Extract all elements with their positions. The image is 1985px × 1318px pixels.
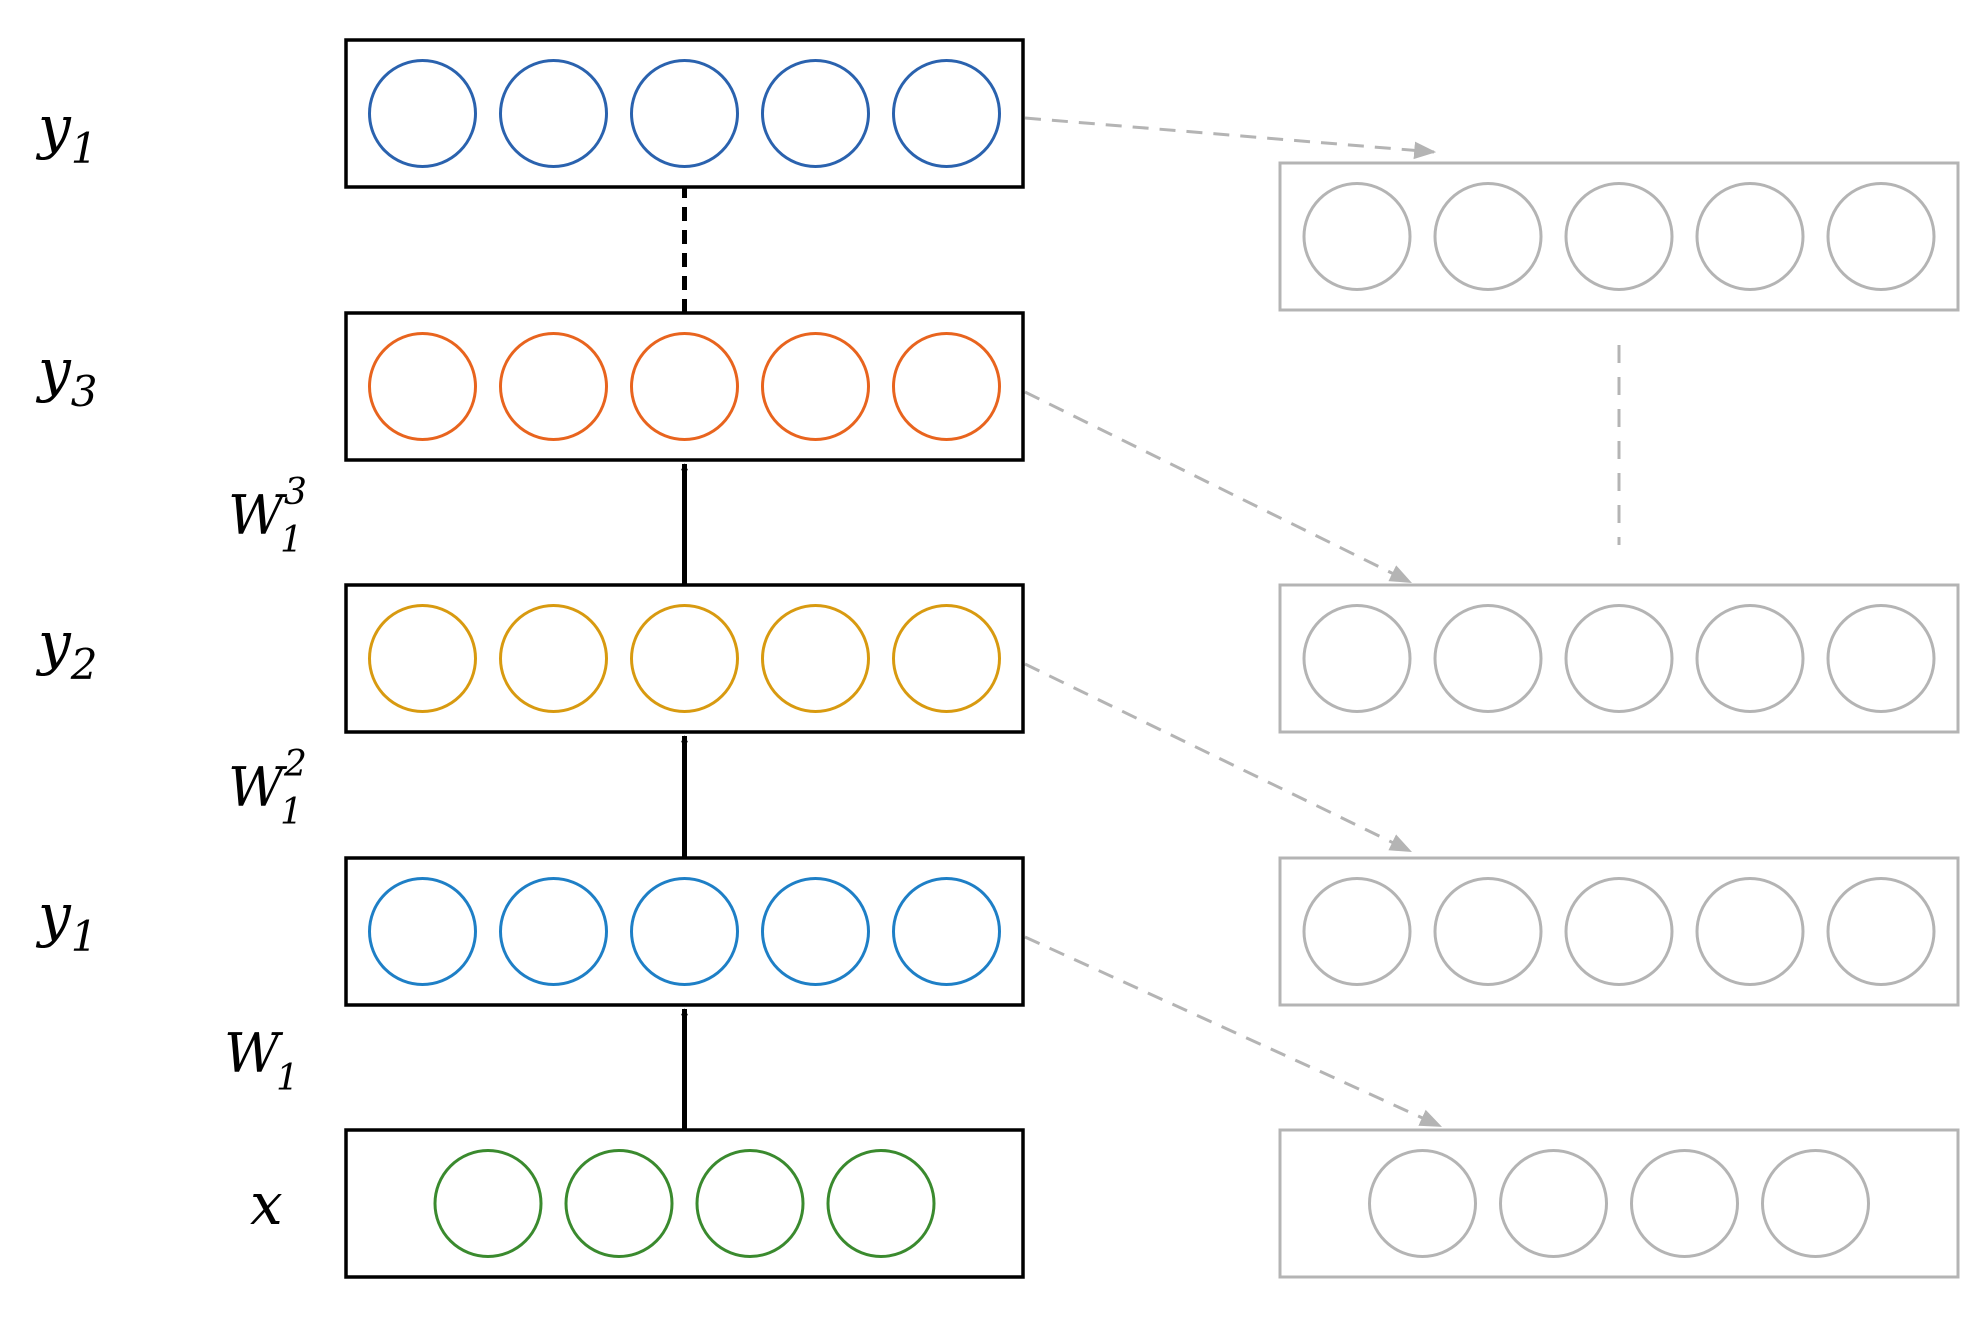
svg-text:W: W <box>228 484 288 547</box>
layer-ghost-x-node <box>1499 1149 1608 1258</box>
layer-y1-top-box <box>344 38 1025 189</box>
svg-text:W: W <box>224 1022 284 1085</box>
layer-ghost-x <box>1278 1128 1960 1279</box>
svg-text:1: 1 <box>276 1058 299 1099</box>
layer-ghost-x-node <box>1630 1149 1739 1258</box>
layer-y1-top-node <box>892 59 1001 168</box>
layer-ghost-top-node <box>1826 182 1936 291</box>
layer-ghost-y2-node <box>1695 604 1805 713</box>
layer-ghost-y1-node <box>1695 877 1805 986</box>
layer-boxes-group <box>344 38 1960 1279</box>
layer-x-node <box>564 1149 674 1258</box>
layer-y3-node <box>892 332 1001 441</box>
layer-ghost-y1-node <box>1433 877 1543 986</box>
layer-y1-bottom <box>344 856 1025 1007</box>
layer-ghost-y1-node <box>1302 877 1412 986</box>
svg-text:3: 3 <box>284 472 307 513</box>
layer-ghost-y1-node <box>1826 877 1936 986</box>
connectors-group <box>681 116 1621 1130</box>
layer-ghost-y1-box <box>1278 856 1960 1007</box>
layer-ghost-y2 <box>1278 583 1960 734</box>
projection-arrow <box>1024 390 1412 584</box>
layer-ghost-y1-node <box>1564 877 1674 986</box>
layer-y1-top-node <box>368 59 477 168</box>
layer-ghost-y1 <box>1278 856 1960 1007</box>
layer-x-node <box>695 1149 805 1258</box>
layer-ghost-top-node <box>1433 182 1543 291</box>
layer-label-y3: y3 <box>35 336 98 416</box>
layer-ghost-x-node <box>1761 1149 1870 1258</box>
layer-ghost-x-box <box>1278 1128 1960 1279</box>
layer-ghost-top-node <box>1564 182 1674 291</box>
svg-text:2: 2 <box>283 744 307 785</box>
projection-arrow <box>1024 116 1437 160</box>
layer-y3 <box>344 311 1025 462</box>
layer-y3-node <box>368 332 477 441</box>
layer-y1-bottom-node <box>499 877 608 986</box>
layer-y2 <box>344 583 1025 734</box>
projection-arrow <box>1024 662 1412 853</box>
layer-y1-top-node <box>630 59 739 168</box>
layer-y1-top <box>344 38 1025 189</box>
layer-y2-box <box>344 583 1025 734</box>
layer-ghost-top <box>1278 161 1960 312</box>
layer-y1-bottom-node <box>892 877 1001 986</box>
layer-y1-bottom-box <box>344 856 1025 1007</box>
svg-text:1: 1 <box>280 520 303 561</box>
layer-ghost-top-node <box>1302 182 1412 291</box>
layer-y1-bottom-node <box>630 877 739 986</box>
layer-x-node <box>826 1149 936 1258</box>
layer-label-x: x <box>250 1170 283 1238</box>
weight-label-w1: W1 <box>224 1022 299 1099</box>
layer-y1-bottom-node <box>761 877 870 986</box>
layer-y2-node <box>368 604 477 713</box>
svg-text:1: 1 <box>280 792 303 833</box>
layer-label-y1-bottom: y1 <box>35 881 98 961</box>
layer-x <box>344 1128 1025 1279</box>
layer-y2-node <box>761 604 870 713</box>
layer-y1-top-node <box>499 59 608 168</box>
layer-y2-node <box>499 604 608 713</box>
svg-text:W: W <box>228 756 288 819</box>
layer-y3-box <box>344 311 1025 462</box>
layer-y1-bottom-node <box>368 877 477 986</box>
layer-ghost-x-node <box>1368 1149 1477 1258</box>
layer-y3-node <box>761 332 870 441</box>
layer-y3-node <box>499 332 608 441</box>
layer-y2-node <box>630 604 739 713</box>
layer-y3-node <box>630 332 739 441</box>
layer-ghost-top-node <box>1695 182 1805 291</box>
layer-y2-node <box>892 604 1001 713</box>
projection-arrow <box>1024 935 1443 1128</box>
layer-label-y2: y2 <box>35 609 98 689</box>
layer-x-box <box>344 1128 1025 1279</box>
layer-label-y1-top: y1 <box>35 93 98 173</box>
layer-ghost-y2-node <box>1826 604 1936 713</box>
layer-x-node <box>433 1149 543 1258</box>
layer-ghost-y2-node <box>1302 604 1412 713</box>
layer-ghost-y2-box <box>1278 583 1960 734</box>
layer-ghost-y2-node <box>1564 604 1674 713</box>
layer-y1-top-node <box>761 59 870 168</box>
layer-ghost-y2-node <box>1433 604 1543 713</box>
layer-ghost-top-box <box>1278 161 1960 312</box>
